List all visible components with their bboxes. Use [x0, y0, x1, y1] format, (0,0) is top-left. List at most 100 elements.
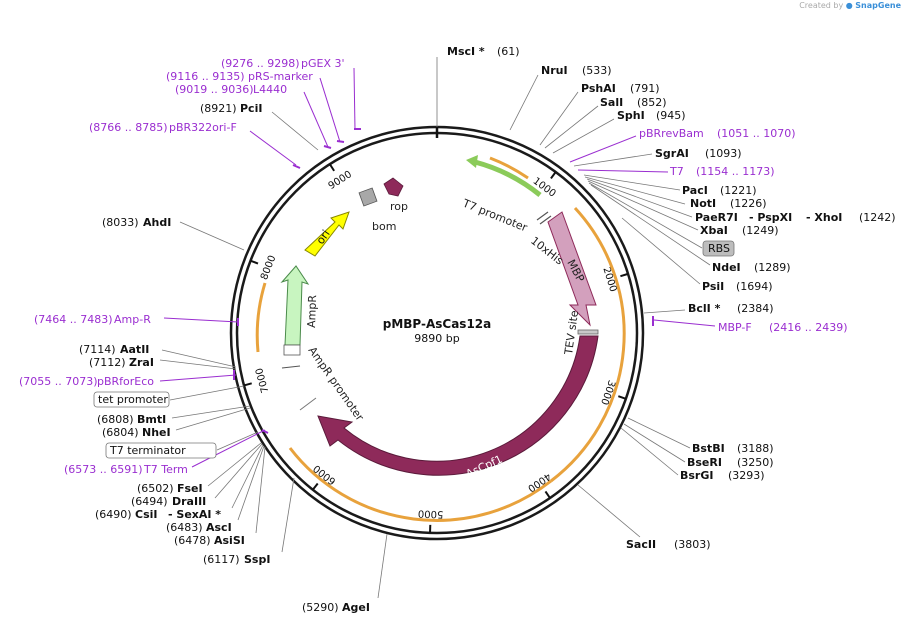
primer-t7term-pos: (6573 .. 6591)	[64, 463, 143, 476]
ampr-arrow	[280, 265, 310, 346]
feature-rbs-label: RBS	[708, 242, 730, 255]
site-psii-name: PsiI	[702, 280, 724, 293]
bom-box	[358, 187, 378, 207]
site-bsrgi-pos: (3293)	[728, 469, 765, 482]
credit-prefix: Created by	[799, 1, 844, 10]
feature-box-tet-promoter: tet promoter	[93, 391, 170, 408]
feature-t7-terminator-label: T7 terminator	[109, 444, 186, 457]
feature-label-ampr-promoter: AmpR promoter	[306, 344, 367, 423]
site-csii-pos: (6490)	[95, 508, 132, 521]
scale-tick-1000	[550, 171, 557, 180]
site-nhei-name: NheI	[142, 426, 171, 439]
primer-pbr322ori-name: pBR322ori-F	[169, 121, 237, 134]
site-noti-name: NotI	[690, 197, 716, 210]
primer-prsmarker-pos: (9116 .. 9135)	[166, 70, 245, 83]
site-pshai-name: PshAI	[581, 82, 616, 95]
site-asisi-pos: (6478)	[174, 534, 211, 547]
site-nrui-name: NruI	[541, 64, 568, 77]
primer-pbrforeco-pos: (7055 .. 7073)	[19, 375, 98, 388]
site-sali-pos: (852)	[637, 96, 667, 109]
primer-pbrforeco-name: pBRforEco	[97, 375, 154, 388]
site-sphi-name: SphI	[617, 109, 645, 122]
scale-tick-4000	[544, 490, 551, 499]
scale-tick-8000	[250, 259, 259, 265]
site-draiii-pos: (6494)	[131, 495, 168, 508]
site-asisi-name: AsiSI	[214, 534, 245, 547]
rop-arrow	[383, 177, 404, 197]
snapgene-credit: Created by ● SnapGene	[799, 1, 901, 10]
site-sacii-name: SacII	[626, 538, 656, 551]
site-agei-name: AgeI	[342, 601, 370, 614]
site-sali-name: SalI	[600, 96, 623, 109]
ampr-promoter-mark	[283, 344, 301, 356]
site-bcli-name: BclI *	[688, 302, 721, 315]
scale-label-7000: 7000	[254, 367, 271, 394]
site-ndei-pos: (1289)	[754, 261, 791, 274]
site-asci-name: AscI	[206, 521, 232, 534]
t7-terminator-mark	[299, 397, 317, 411]
snapgene-logo-icon: ●	[845, 1, 853, 10]
site-zrai-name: ZraI	[129, 356, 154, 369]
ascpf1-arrow	[317, 335, 599, 476]
feature-label-t7-promoter: T7 promoter	[460, 196, 530, 234]
scale-tick-7000	[243, 382, 252, 387]
site-psii-pos: (1694)	[736, 280, 773, 293]
site-agei-pos: (5290)	[302, 601, 339, 614]
primer-t7-name: T7	[669, 165, 684, 178]
site-bcli-pos: (2384)	[737, 302, 774, 315]
orf-arc-ascpf1-tail	[288, 447, 552, 522]
site-asci-pos: (6483)	[166, 521, 203, 534]
scale-label-9000: 9000	[327, 169, 354, 192]
feature-label-bom: bom	[372, 220, 396, 233]
primer-prsmarker-name: pRS-marker	[248, 70, 313, 83]
site-ahdi-name: AhdI	[143, 216, 171, 229]
primer-pbrrevbam-name: pBRrevBam	[639, 127, 704, 140]
site-msci-name: MscI *	[447, 45, 485, 58]
orf-arc-ampr	[255, 282, 267, 353]
site-bstbi-pos: (3188)	[737, 442, 774, 455]
site-pcii-pos: (8921)	[200, 102, 237, 115]
primer-mbpf-name: MBP-F	[718, 321, 752, 334]
feature-box-t7-terminator: T7 terminator	[105, 442, 217, 459]
t7-promoter-arrowhead	[466, 155, 478, 168]
site-paer7i-pos: (1242)	[859, 211, 896, 224]
site-aatii-pos: (7114)	[79, 343, 116, 356]
mbp-arrow	[547, 211, 597, 327]
credit-brand: SnapGene	[855, 1, 901, 10]
feature-label-ampr: AmpR	[305, 294, 319, 328]
primer-ampr-pos: (7464 .. 7483)	[34, 313, 113, 326]
feature-tet-promoter-label: tet promoter	[98, 393, 168, 406]
site-ahdi-pos: (8033)	[102, 216, 139, 229]
site-draiii-name: DraIII	[172, 495, 206, 508]
site-paci-pos: (1221)	[720, 184, 757, 197]
plasmid-name: pMBP-AsCas12a	[383, 317, 492, 331]
site-bseri-name: BseRI	[687, 456, 722, 469]
site-sspi-pos: (6117)	[203, 553, 240, 566]
site-fsei-pos: (6502)	[137, 482, 174, 495]
orf-arc-mbp-ascpf1	[550, 206, 626, 483]
ori-arrow	[304, 211, 350, 257]
primer-mbpf-pos: (2416 .. 2439)	[769, 321, 848, 334]
feature-label-rop: rop	[390, 200, 408, 213]
site-nrui-pos: (533)	[582, 64, 612, 77]
tev-site-mark	[577, 329, 599, 335]
site-sspi-name: SspI	[244, 553, 270, 566]
primer-pgex3-pos: (9276 .. 9298)	[221, 57, 300, 70]
feature-label-tev-site: TEV site	[562, 309, 581, 356]
primer-pgex3-name: pGEX 3'	[301, 57, 345, 70]
site-bmti-pos: (6808)	[97, 413, 134, 426]
primer-t7-pos: (1154 .. 1173)	[696, 165, 775, 178]
site-pspxi-name: - PspXI	[749, 211, 792, 224]
site-bsrgi-name: BsrGI	[680, 469, 713, 482]
primer-ampr-name: Amp-R	[114, 313, 151, 326]
plasmid-size: 9890 bp	[414, 332, 459, 345]
site-noti-pos: (1226)	[730, 197, 767, 210]
orf-arcs	[255, 156, 626, 522]
site-xhoi-name: - XhoI	[806, 211, 842, 224]
site-bstbi-name: BstBI	[692, 442, 725, 455]
site-xbai-name: XbaI	[700, 224, 728, 237]
site-pcii-name: PciI	[240, 102, 262, 115]
site-sphi-pos: (945)	[656, 109, 686, 122]
primer-t7term-name: T7 Term	[143, 463, 188, 476]
